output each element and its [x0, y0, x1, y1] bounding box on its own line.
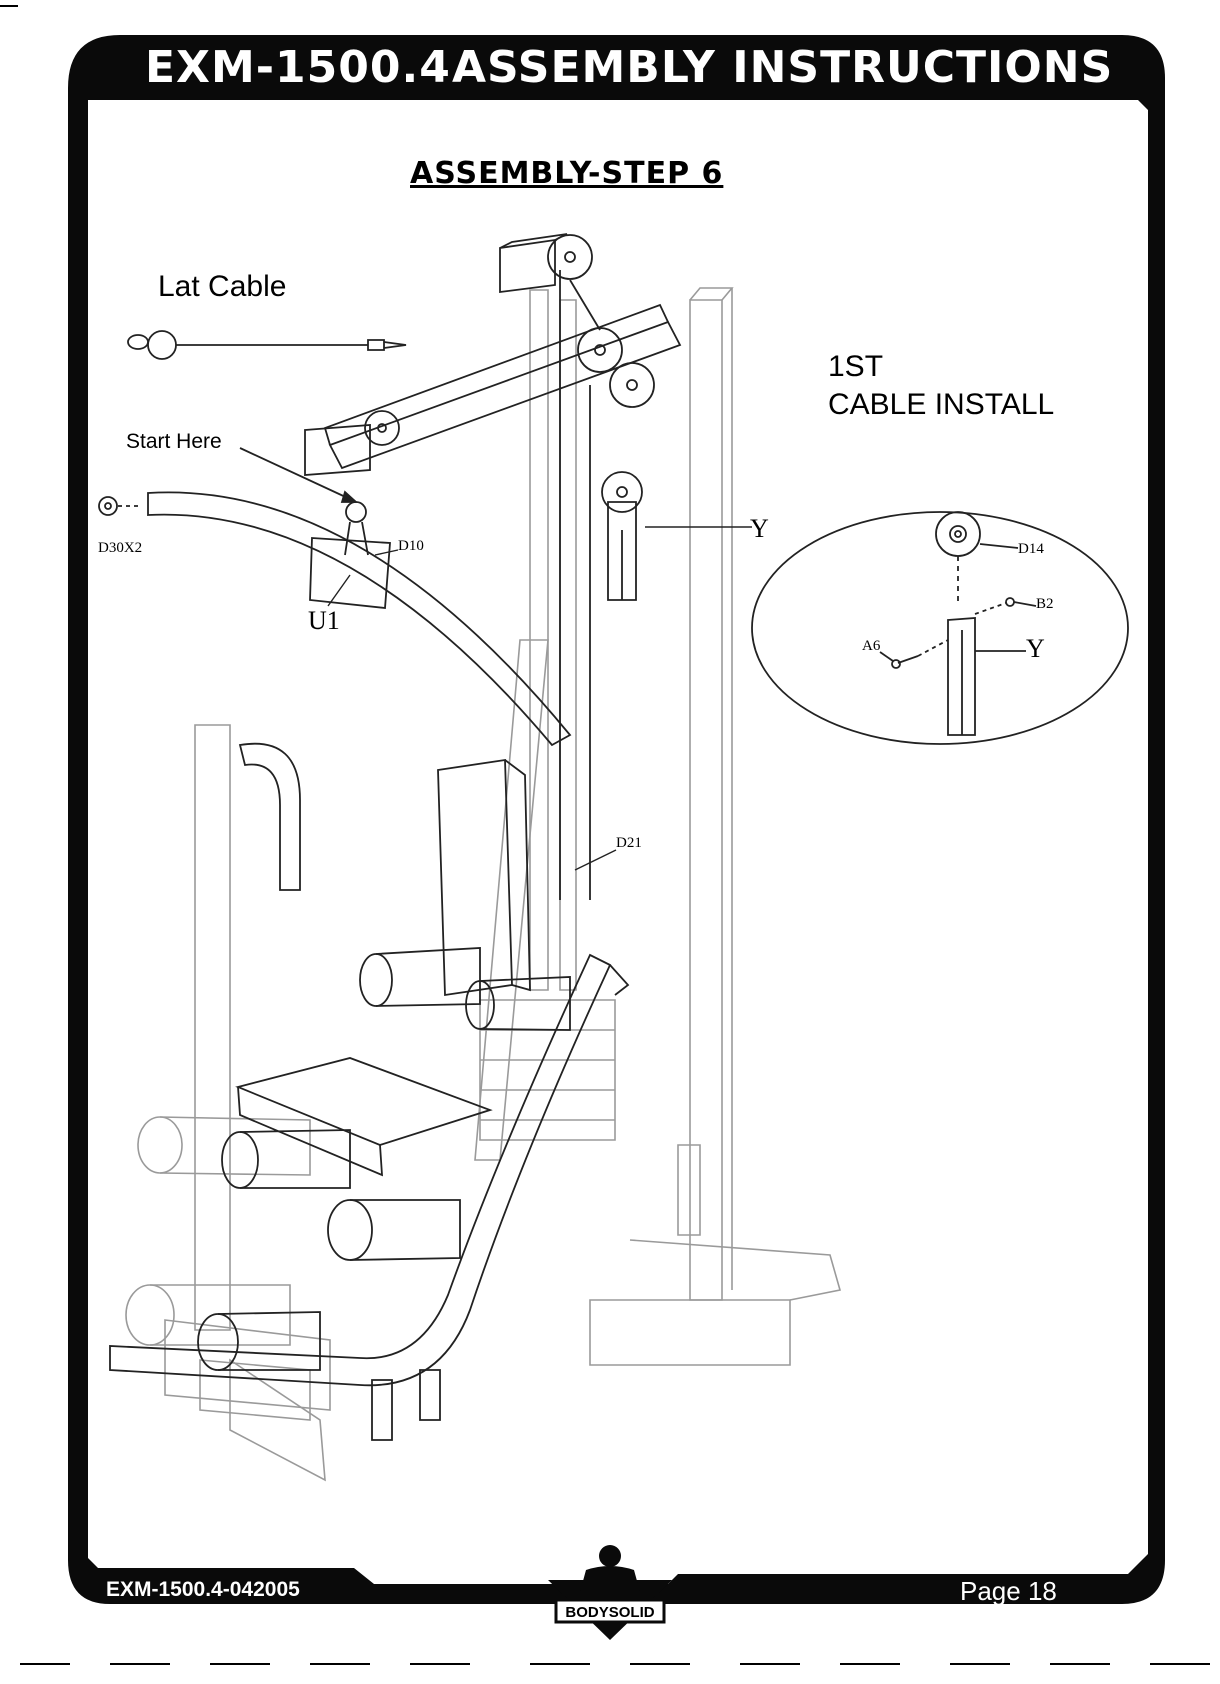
inset-y-label: Y — [1026, 634, 1045, 663]
part-d30x2-label: D30X2 — [98, 540, 143, 556]
header-model: EXM-1500.4 — [145, 42, 451, 93]
part-d21-label: D21 — [616, 835, 642, 851]
part-b2-label: B2 — [1036, 596, 1054, 612]
footer-code: EXM-1500.4-042005 — [106, 1578, 300, 1601]
inset-title: 1ST CABLE INSTALL — [828, 348, 1054, 424]
bodysolid-logo: BODYSOLID — [540, 1540, 680, 1640]
part-y-label: Y — [750, 514, 769, 543]
inset-title-line2: CABLE INSTALL — [828, 388, 1055, 421]
part-a6-label: A6 — [862, 638, 881, 654]
part-u1-label: U1 — [308, 606, 340, 635]
step-title: ASSEMBLY-STEP 6 — [410, 156, 724, 191]
header-band: EXM-1500.4 ASSEMBLY INSTRUCTIONS — [0, 40, 1220, 100]
inset-title-line1: 1ST — [828, 350, 884, 383]
lat-cable-label: Lat Cable — [158, 270, 287, 303]
logo-figure-icon — [548, 1545, 672, 1640]
logo-text: BODYSOLID — [565, 1604, 655, 1621]
start-here-label: Start Here — [126, 430, 222, 453]
header-title: ASSEMBLY INSTRUCTIONS — [452, 42, 1114, 93]
page-number: Page 18 — [960, 1576, 1057, 1606]
part-d10-label: D10 — [398, 538, 424, 554]
part-d14-label: D14 — [1018, 541, 1044, 557]
